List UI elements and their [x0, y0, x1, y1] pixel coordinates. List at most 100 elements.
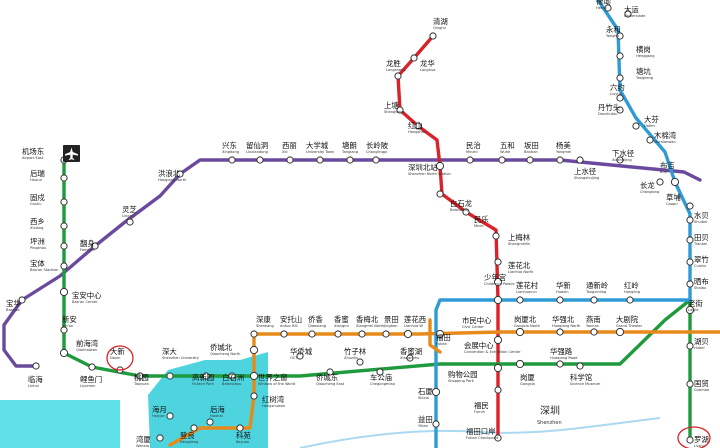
station-label-dayun: 大运	[624, 5, 639, 14]
station-label-en-laojie: Laojie	[688, 308, 699, 312]
station-label-en-dafen: Dafen	[644, 124, 655, 128]
station-wanxia	[156, 434, 164, 442]
station-label-taoyuan: 桃园	[134, 373, 149, 382]
station-label-en-xili: Xili	[282, 150, 287, 154]
station-hourui	[60, 174, 68, 182]
station-shixia	[431, 387, 441, 397]
station-zhuzilin	[356, 358, 364, 366]
station-tongxinling	[590, 296, 598, 304]
station-label-tianbei: 田贝	[694, 233, 709, 242]
station-lingzhi	[126, 218, 134, 226]
highlight-ring-luohu	[677, 426, 711, 448]
station-hongshan	[414, 122, 422, 130]
station-label-hongshuwan: 红树湾	[262, 395, 285, 404]
station-label-hongling: 红岭	[624, 281, 639, 290]
station-sciencemuseum	[576, 362, 584, 370]
station-label-en-honglangbei: Honglang North	[158, 178, 186, 182]
station-label-en-xiangmihu: Xiangmihu	[400, 356, 419, 360]
station-huaqianglu	[556, 360, 564, 368]
station-label-en-huaqiaocheng: OCT	[290, 356, 298, 360]
station-label-honglangbei: 洪浪北	[158, 169, 181, 178]
station-label-convention: 会展中心	[464, 341, 494, 350]
station-label-lingzhi: 灵芝	[122, 205, 137, 214]
station-label-en-fumin: Fumin	[474, 410, 485, 414]
station-xiangmeinorth	[358, 330, 366, 338]
station-fumin	[494, 386, 502, 394]
station-label-antuohill: 安托山	[280, 315, 302, 324]
station-yannan	[590, 328, 598, 336]
district-label-en: Shenzhen	[537, 420, 562, 426]
station-label-huaqiangnorth: 华强北	[552, 315, 575, 324]
station-chegongmiao	[376, 368, 384, 376]
station-label-caopu: 草埔	[666, 193, 681, 202]
station-cuizhu	[686, 258, 694, 266]
station-label-en-yangmei: Yangmei	[556, 150, 571, 154]
station-window	[249, 371, 259, 381]
station-label-qianhaiwan: 前海湾	[76, 339, 99, 348]
station-label-gangxia: 岗厦	[520, 373, 535, 382]
station-label-en-shenda: Shenzhen University	[162, 356, 200, 360]
station-label-henggang: 横岗	[636, 45, 651, 54]
station-label-en-gangxia: Gangxia	[520, 382, 535, 386]
station-label-en-xiangmeinorth: Xiangmei North	[356, 324, 384, 328]
station-label-en-buji: Buji	[660, 170, 667, 174]
station-label-huaxin: 华新	[556, 281, 571, 290]
station-label-en-chegongmiao: Chegongmiao	[370, 382, 395, 386]
station-label-en-caopu: Caopu	[666, 202, 677, 206]
station-label-en-convention: Convention & Exhibition Center	[464, 350, 521, 354]
station-xixiang	[60, 222, 68, 230]
station-label-en-antuohill: Antuo Hill	[280, 324, 297, 328]
station-xili	[286, 156, 294, 164]
station-checkpoint	[494, 434, 502, 442]
station-xiashuijing	[616, 156, 624, 164]
station-label-shangmeilin: 上梅林	[508, 233, 531, 242]
station-label-en-liuyue: Liuyue	[610, 92, 623, 96]
station-label-longsheng: 龙胜	[386, 59, 401, 68]
station-label-changlong: 长龙	[640, 181, 655, 190]
station-label-bantian: 坂田	[524, 141, 539, 150]
station-minle	[462, 208, 470, 216]
station-qiaoxiang	[308, 330, 316, 338]
station-label-xiashuijing: 下水径	[612, 149, 635, 158]
station-shuibei	[686, 216, 694, 224]
station-label-en-hitech: Hi-tech Park	[192, 382, 215, 386]
station-label-fumin: 福民	[474, 401, 489, 410]
station-xingdong	[228, 156, 236, 164]
station-label-qiaoxiang: 侨香	[308, 315, 323, 324]
station-qianhaiwan	[59, 348, 69, 358]
station-label-wanxia: 湾厦	[136, 435, 151, 444]
station-label-dafen: 大芬	[644, 115, 659, 124]
station-label-en-luohu: Luohu	[694, 444, 705, 448]
station-label-en-wanxia: Wanxia	[136, 444, 149, 448]
station-shangtang	[396, 106, 404, 114]
station-xiangmihu	[406, 354, 414, 362]
station-minzhi	[466, 156, 474, 164]
station-label-mumianwan: 木棉湾	[654, 131, 677, 140]
station-label-en-haiyue: Haiyue	[152, 414, 165, 418]
station-label-huaqianglu: 华强路	[550, 347, 573, 356]
station-childrens	[493, 277, 503, 287]
station-baoan	[59, 287, 69, 297]
station-liuyue	[616, 94, 624, 102]
station-yitian	[432, 420, 440, 428]
station-label-dengliang: 登良	[180, 431, 195, 440]
station-label-en-xixiang: Xixiang	[30, 226, 43, 230]
station-label-en-window: Window of the World	[258, 382, 295, 386]
station-label-hongshan: 红山	[408, 121, 423, 130]
station-label-xili: 西丽	[282, 141, 297, 150]
station-guomao	[686, 380, 694, 388]
station-haiyue	[166, 412, 174, 420]
station-linhai	[32, 362, 40, 370]
station-label-en-wuhe: Wuhe	[500, 150, 511, 154]
station-label-universitytown: 大学城	[306, 141, 329, 150]
station-qiaochengeast	[326, 368, 334, 376]
station-label-en-universitytown: University Town	[306, 150, 334, 154]
station-label-en-minzhi: Minzhi	[466, 150, 478, 154]
station-label-en-linhai: Linhai	[28, 384, 39, 388]
station-label-en-hongling: Hongling	[624, 290, 640, 294]
station-changlong	[656, 178, 664, 186]
station-label-en-qiaochengnorth: Qiaocheng North	[210, 352, 240, 356]
station-label-baohua: 宝华	[6, 299, 21, 308]
station-label-en-baoti: Bao'an Stadium	[30, 268, 59, 272]
station-label-en-tianbei: Tianbei	[693, 242, 707, 246]
